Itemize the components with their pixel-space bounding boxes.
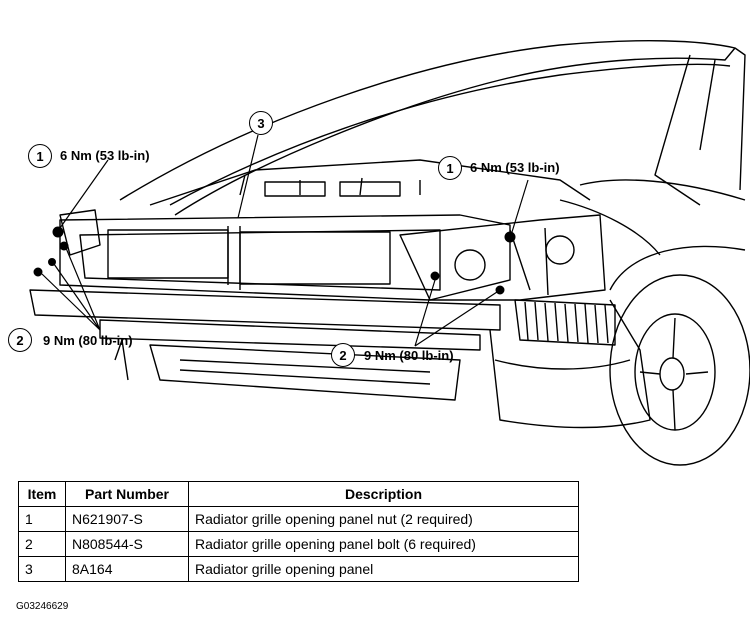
callout-1-left-number: 1 (28, 144, 52, 168)
grille-opening-panel (59, 214, 511, 301)
cell-item: 1 (18, 506, 66, 532)
tire (609, 274, 750, 466)
cell-description: Radiator grille opening panel nut (2 req… (188, 506, 579, 532)
a-pillar (654, 54, 701, 206)
figure-id: G03246629 (16, 601, 69, 612)
header-description: Description (188, 481, 579, 507)
grille-window-right (239, 231, 391, 285)
cell-part-number: N808544-S (65, 531, 189, 557)
cell-part-number: 8A164 (65, 556, 189, 582)
table-row: 3 8A164 Radiator grille opening panel (18, 556, 579, 582)
cell-part-number: N621907-S (65, 506, 189, 532)
grille-window-left (107, 229, 229, 279)
nut-marker (504, 231, 516, 243)
headlamp (399, 214, 606, 301)
nut-marker (52, 226, 64, 238)
hood-edge (734, 47, 746, 191)
header-item: Item (18, 481, 66, 507)
table-row: 2 N808544-S Radiator grille opening pane… (18, 531, 579, 557)
cowl (149, 159, 591, 206)
bumper-beam (29, 289, 501, 331)
parts-table: Item Part Number Description 1 N621907-S… (18, 481, 579, 582)
front-end-illustration (29, 40, 750, 466)
hood-inner-line (169, 63, 731, 206)
fender (579, 179, 746, 201)
table-row: 1 N621907-S Radiator grille opening pane… (18, 506, 579, 532)
callout-1-right-number: 1 (438, 156, 462, 180)
cell-item: 2 (18, 531, 66, 557)
bolt-marker (430, 271, 440, 281)
callout-1-left-torque: 6 Nm (53 lb-in) (60, 148, 150, 163)
bumper-fascia (489, 299, 651, 429)
wheel-arch (609, 245, 746, 291)
callout-2-left-torque: 9 Nm (80 lb-in) (43, 333, 133, 348)
cell-description: Radiator grille opening panel (188, 556, 579, 582)
bolt-marker (48, 258, 56, 266)
header-part-number: Part Number (65, 481, 189, 507)
bolt-marker (495, 285, 505, 295)
bolt-marker (33, 267, 43, 277)
callout-2-left-number: 2 (8, 328, 32, 352)
radiator-fins (514, 299, 616, 346)
callout-2-right-number: 2 (331, 343, 355, 367)
table-header-row: Item Part Number Description (18, 481, 579, 507)
callout-2-right-torque: 9 Nm (80 lb-in) (364, 348, 454, 363)
callout-1-right-torque: 6 Nm (53 lb-in) (470, 160, 560, 175)
cell-description: Radiator grille opening panel bolt (6 re… (188, 531, 579, 557)
cell-item: 3 (18, 556, 66, 582)
callout-3-number: 3 (249, 111, 273, 135)
